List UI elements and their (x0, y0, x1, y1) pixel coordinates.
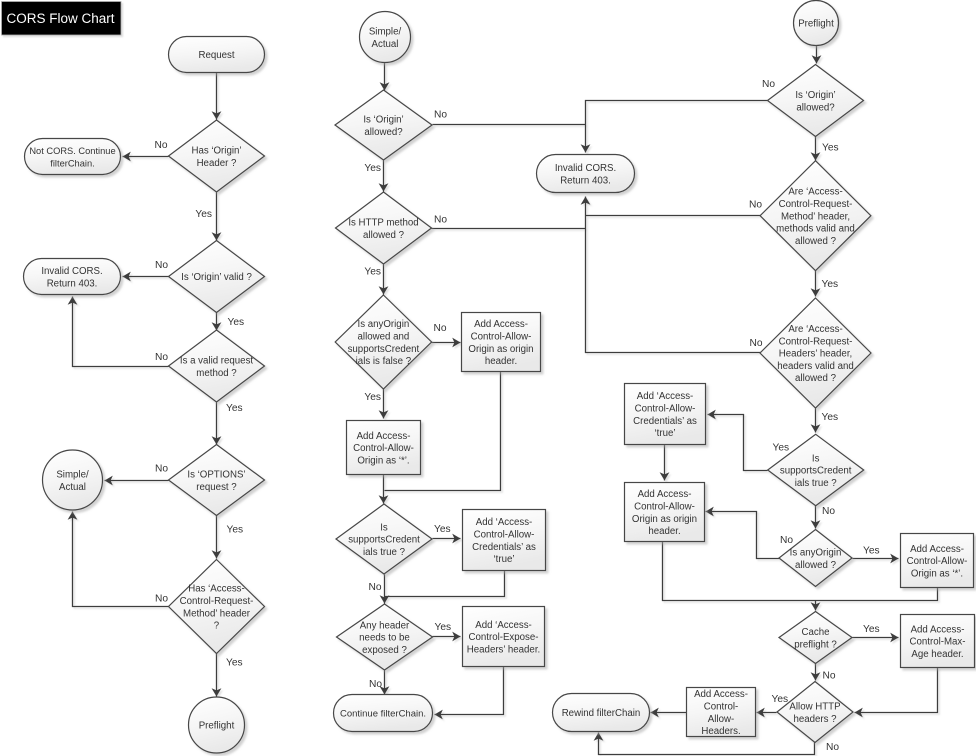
svg-text:Yes: Yes (364, 163, 381, 174)
svg-text:Add Access-Control-Allow-Heade: Add Access-Control-Allow-Headers. (694, 689, 748, 737)
svg-text:Add ‘Access-Control-Allow-Cred: Add ‘Access-Control-Allow-Credentials’ a… (472, 517, 536, 565)
svg-text:Add Access-Control-Allow-Origi: Add Access-Control-Allow-Origin as origi… (632, 489, 697, 537)
svg-text:Has ‘Origin’Header ?: Has ‘Origin’Header ? (191, 145, 241, 168)
svg-text:Preflight: Preflight (798, 19, 834, 30)
svg-text:CORS Flow Chart: CORS Flow Chart (7, 11, 115, 26)
svg-text:No: No (368, 582, 381, 593)
svg-text:Yes: Yes (773, 443, 790, 454)
svg-text:No: No (154, 140, 167, 151)
svg-text:Add Access-Control-Max-Age hea: Add Access-Control-Max-Age header. (910, 624, 966, 660)
svg-text:Add Access-Control-Allow-Origi: Add Access-Control-Allow-Origin as ‘*’. (353, 431, 414, 467)
svg-text:Yes: Yes (822, 279, 839, 290)
svg-text:Is ‘Origin’allowed?: Is ‘Origin’allowed? (363, 114, 403, 137)
svg-text:No: No (434, 323, 447, 334)
svg-text:Simple/Actual: Simple/Actual (369, 26, 402, 49)
svg-text:No: No (826, 742, 839, 753)
svg-text:Yes: Yes (822, 143, 839, 154)
svg-text:Yes: Yes (772, 694, 789, 705)
svg-text:No: No (155, 352, 168, 363)
svg-text:Rewind filterChain: Rewind filterChain (562, 708, 641, 719)
svg-text:Yes: Yes (226, 403, 243, 414)
svg-text:Yes: Yes (364, 267, 381, 278)
svg-text:Yes: Yes (364, 392, 381, 403)
svg-text:Preflight: Preflight (199, 721, 235, 732)
svg-text:Is ‘OPTIONS’request ?: Is ‘OPTIONS’request ? (187, 469, 245, 492)
svg-text:Yes: Yes (863, 546, 880, 557)
svg-text:No: No (762, 79, 775, 90)
svg-text:Add Access-Control-Allow-Origi: Add Access-Control-Allow-Origin as origi… (468, 319, 533, 367)
svg-text:Are ‘Access-Control-Request-He: Are ‘Access-Control-Request-Headers’ hea… (777, 324, 853, 384)
svg-text:Request: Request (198, 50, 234, 61)
svg-text:Are ‘Access-Control-Request-Me: Are ‘Access-Control-Request-Method’ head… (776, 187, 855, 247)
svg-text:No: No (155, 260, 168, 271)
svg-text:Yes: Yes (228, 317, 245, 328)
svg-text:No: No (155, 594, 168, 605)
svg-text:No: No (823, 671, 836, 682)
svg-text:Is ‘Origin’ valid ?: Is ‘Origin’ valid ? (181, 272, 252, 283)
svg-text:No: No (749, 200, 762, 211)
svg-text:Yes: Yes (435, 622, 452, 633)
svg-text:No: No (155, 464, 168, 475)
svg-text:Simple/Actual: Simple/Actual (56, 469, 89, 492)
svg-text:Add ‘Access-Control-Allow-Cred: Add ‘Access-Control-Allow-Credentials’ a… (633, 391, 697, 439)
svg-text:Invalid CORS.Return 403.: Invalid CORS.Return 403. (41, 266, 102, 289)
svg-text:Continue filterChain.: Continue filterChain. (340, 709, 426, 720)
svg-text:Has ‘Access-Control-Request-Me: Has ‘Access-Control-Request-Method’ head… (180, 584, 254, 632)
svg-text:No: No (369, 679, 382, 690)
svg-text:No: No (749, 338, 762, 349)
svg-text:Yes: Yes (226, 658, 243, 669)
svg-text:Yes: Yes (434, 524, 451, 535)
svg-text:Yes: Yes (822, 412, 839, 423)
svg-text:Yes: Yes (227, 525, 244, 536)
svg-text:No: No (434, 110, 447, 121)
svg-text:Is ‘Origin’allowed?: Is ‘Origin’allowed? (795, 90, 835, 113)
svg-text:No: No (780, 535, 793, 546)
svg-text:Add ‘Access-Control-Expose-Hea: Add ‘Access-Control-Expose-Headers’ head… (467, 620, 540, 656)
svg-text:Yes: Yes (863, 624, 880, 635)
svg-text:No: No (822, 506, 835, 517)
svg-text:Yes: Yes (195, 209, 212, 220)
svg-text:Add Access-Control-Allow-Origi: Add Access-Control-Allow-Origin as ‘*’. (907, 544, 968, 580)
svg-text:No: No (434, 215, 447, 226)
svg-text:Invalid CORS.Return 403.: Invalid CORS.Return 403. (555, 163, 616, 186)
